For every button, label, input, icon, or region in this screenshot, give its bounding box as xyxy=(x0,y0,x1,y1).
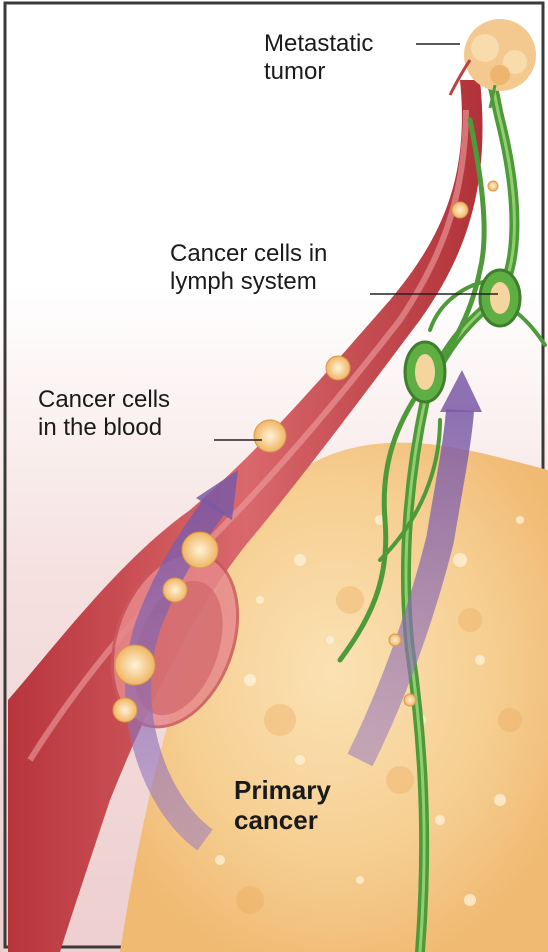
lymph-system-label-line1: Cancer cells in xyxy=(170,240,327,268)
metastatic-tumor-label-line2: tumor xyxy=(264,58,373,86)
blood-cells-label-line2: in the blood xyxy=(38,414,170,442)
primary-cancer-label: Primary cancer xyxy=(234,776,331,836)
primary-cancer-label-line2: cancer xyxy=(234,806,331,836)
blood-cells-label: Cancer cells in the blood xyxy=(38,386,170,441)
metastatic-tumor-label: Metastatic tumor xyxy=(264,30,373,85)
metastatic-tumor-label-line1: Metastatic xyxy=(264,30,373,58)
lymph-system-label-line2: lymph system xyxy=(170,268,327,296)
lymph-system-label: Cancer cells in lymph system xyxy=(170,240,327,295)
primary-cancer-label-line1: Primary xyxy=(234,776,331,806)
blood-cells-label-line1: Cancer cells xyxy=(38,386,170,414)
